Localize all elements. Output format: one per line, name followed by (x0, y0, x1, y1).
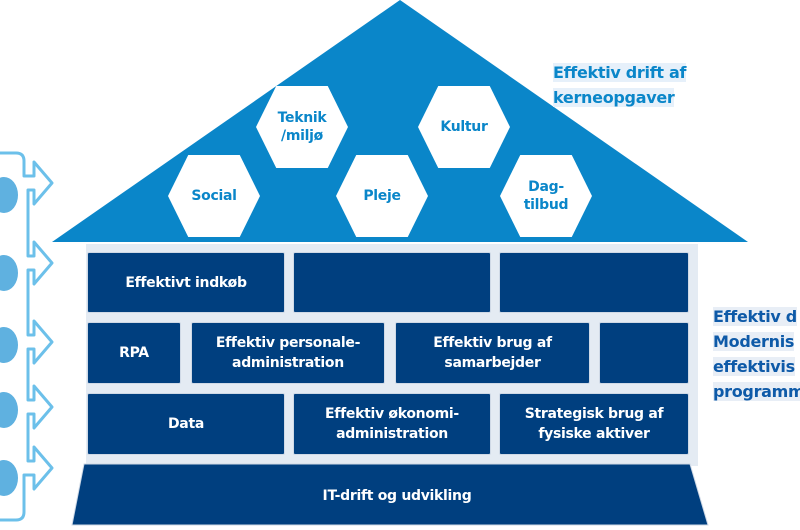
brick-label: Effektiv personale- administration (215, 335, 361, 371)
right-caption-line: effektivis (713, 357, 795, 376)
hexagon-label: Pleje (363, 188, 401, 204)
roof-caption-line1: Effektiv drift af (553, 63, 687, 82)
input-circle-icon (0, 177, 18, 213)
foundation-label: IT-drift og udvikling (322, 488, 472, 504)
right-caption-line: programm (713, 382, 800, 401)
hexagon-label: Dag- tilbud (523, 179, 569, 213)
roof-caption: Effektiv drift af kerneopgaver (553, 60, 686, 110)
right-caption-line: Modernis (713, 332, 795, 351)
brick-label: Strategisk brug af fysiske aktiver (524, 406, 664, 442)
bracket-arrows-icon (0, 151, 54, 522)
brick-data: Data (88, 394, 284, 454)
brick-okonomiadministration: Effektiv økonomi- administration (294, 394, 490, 454)
hexagon-label: Teknik /miljø (277, 110, 327, 144)
brick-empty (500, 253, 688, 312)
hexagon-dagtilbud: Dag- tilbud (500, 155, 592, 237)
brick-samarbejder: Effektiv brug af samarbejder (396, 323, 589, 383)
roof-caption-line2: kerneopgaver (553, 88, 675, 107)
brick-fysiske-aktiver: Strategisk brug af fysiske aktiver (500, 394, 688, 454)
input-circle-icon (0, 255, 18, 291)
hexagon-pleje: Pleje (336, 155, 428, 237)
brick-empty (294, 253, 490, 312)
hexagon-label: Social (191, 188, 237, 204)
brick-label: Data (167, 416, 204, 432)
brick-effektivt-indkob: Effektivt indkøb (88, 253, 284, 312)
hexagon-kultur: Kultur (418, 86, 510, 168)
hexagon-label: Kultur (440, 119, 488, 135)
input-circle-icon (0, 460, 18, 496)
input-circle-icon (0, 327, 18, 363)
brick-label: Effektiv brug af samarbejder (433, 335, 552, 371)
right-caption: Effektiv d Modernis effektivis programm (713, 304, 800, 404)
input-circle-icon (0, 392, 18, 428)
brick-empty (600, 323, 688, 383)
brick-label: RPA (119, 345, 149, 361)
brick-rpa: RPA (88, 323, 180, 383)
input-arrows (0, 151, 54, 522)
brick-label: Effektivt indkøb (125, 274, 247, 291)
hexagon-teknik-miljo: Teknik /miljø (256, 86, 348, 168)
right-caption-line: Effektiv d (713, 307, 797, 326)
brick-personaleadministration: Effektiv personale- administration (192, 323, 384, 383)
brick-label: Effektiv økonomi- administration (325, 406, 459, 442)
hexagon-social: Social (168, 155, 260, 237)
